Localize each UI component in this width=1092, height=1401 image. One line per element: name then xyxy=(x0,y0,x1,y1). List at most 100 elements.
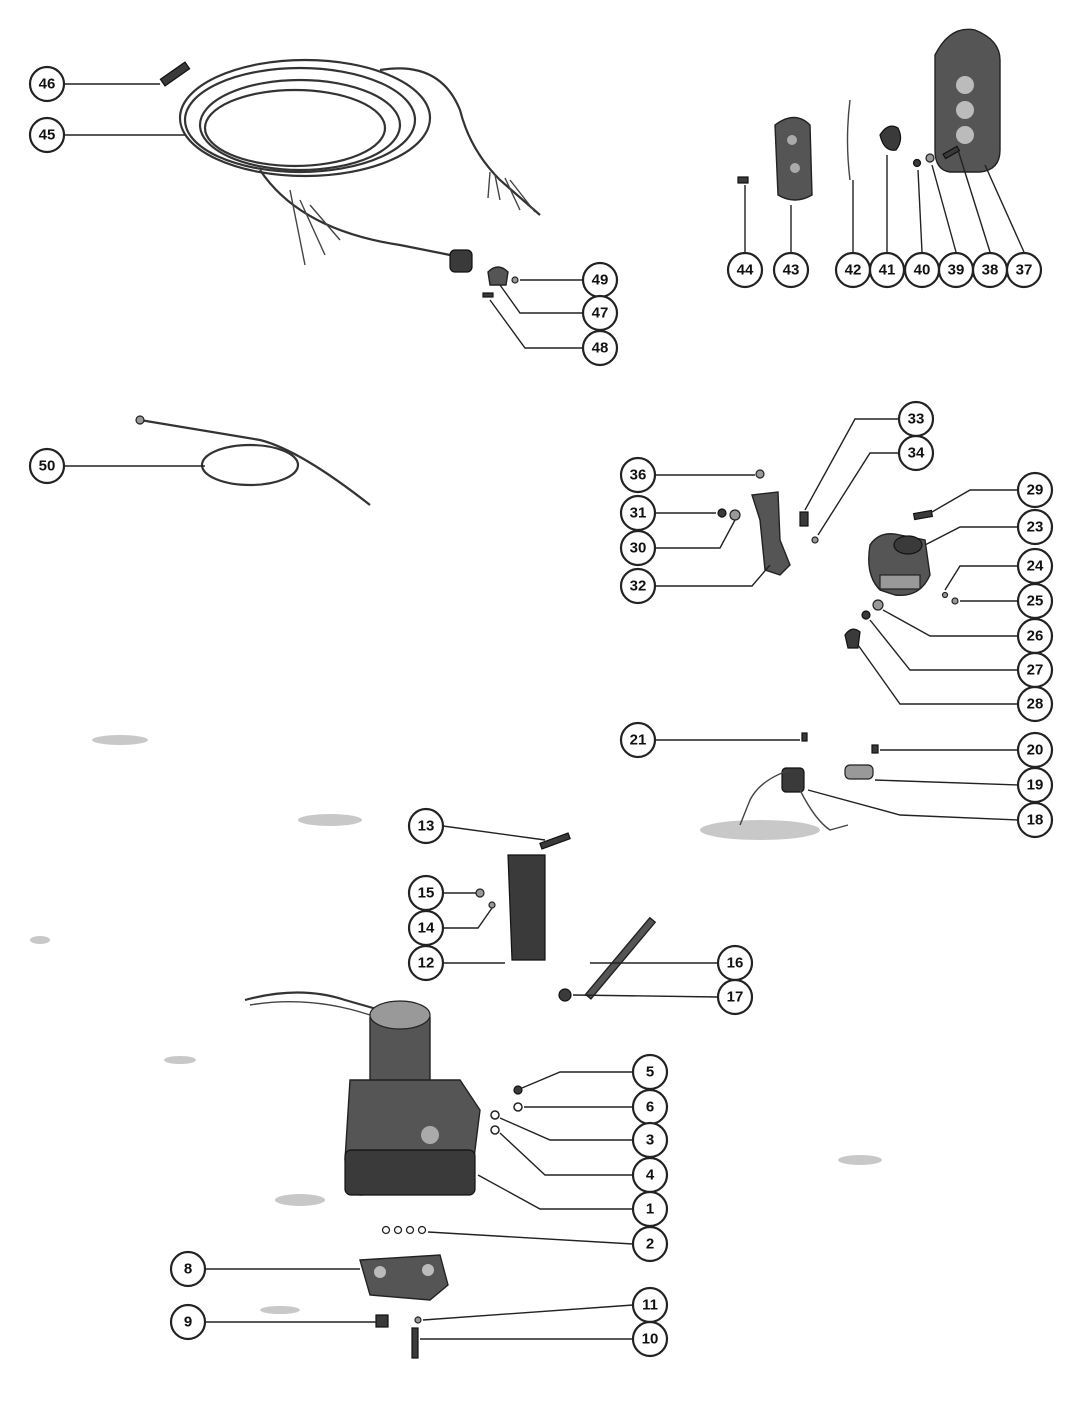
nut-25 xyxy=(951,597,959,605)
callout-24: 24 xyxy=(1016,547,1054,585)
svg-text:45: 45 xyxy=(39,127,56,144)
callout-1: 1 xyxy=(631,1190,669,1228)
svg-text:6: 6 xyxy=(646,1099,654,1116)
callout-12: 12 xyxy=(407,944,445,982)
callout-15: 15 xyxy=(407,874,445,912)
svg-text:44: 44 xyxy=(737,262,754,279)
svg-text:42: 42 xyxy=(845,262,862,279)
callout-25: 25 xyxy=(1016,582,1054,620)
callout-29: 29 xyxy=(1016,471,1054,509)
callout-43: 43 xyxy=(772,251,810,289)
svg-text:50: 50 xyxy=(39,458,56,475)
svg-text:33: 33 xyxy=(908,411,925,428)
pump-1 xyxy=(244,991,481,1196)
screw-29 xyxy=(912,509,934,521)
callout-8: 8 xyxy=(169,1250,207,1288)
switch-18 xyxy=(739,767,849,831)
clamp-47 xyxy=(487,266,509,286)
screw-10 xyxy=(411,1327,419,1359)
manifold-8 xyxy=(359,1254,449,1301)
nut-36 xyxy=(755,469,765,479)
svg-text:3: 3 xyxy=(646,1132,654,1149)
callout-10: 10 xyxy=(631,1320,669,1358)
washer-24 xyxy=(941,591,949,599)
svg-text:37: 37 xyxy=(1016,262,1033,279)
harness-plug-46 xyxy=(159,61,191,87)
callout-40: 40 xyxy=(903,251,941,289)
callout-38: 38 xyxy=(971,251,1009,289)
screw-38 xyxy=(942,145,961,160)
paper-texture xyxy=(30,735,882,1314)
svg-text:32: 32 xyxy=(630,578,647,595)
svg-text:46: 46 xyxy=(39,76,56,93)
svg-text:9: 9 xyxy=(184,1314,192,1331)
svg-text:17: 17 xyxy=(727,989,744,1006)
callouts: 46 45 49 47 48 44 43 42 41 40 39 38 37 5… xyxy=(28,65,1054,1358)
callout-3: 3 xyxy=(631,1121,669,1159)
callout-13: 13 xyxy=(407,807,445,845)
callout-4: 4 xyxy=(631,1156,669,1194)
bracket-43 xyxy=(774,116,813,201)
svg-text:40: 40 xyxy=(914,262,931,279)
svg-text:20: 20 xyxy=(1027,742,1044,759)
svg-text:8: 8 xyxy=(184,1261,192,1278)
washer-39 xyxy=(925,153,935,163)
callout-2: 2 xyxy=(631,1225,669,1263)
callout-32: 32 xyxy=(619,567,657,605)
nut-27 xyxy=(861,610,871,620)
svg-text:2: 2 xyxy=(646,1236,654,1253)
callout-17: 17 xyxy=(716,978,754,1016)
svg-text:26: 26 xyxy=(1027,628,1044,645)
svg-text:15: 15 xyxy=(418,885,435,902)
panel-plate-37 xyxy=(934,28,1001,173)
svg-text:1: 1 xyxy=(646,1201,654,1218)
callout-27: 27 xyxy=(1016,651,1054,689)
bracket-12 xyxy=(507,854,546,961)
callout-18: 18 xyxy=(1016,801,1054,839)
screw-48 xyxy=(482,292,494,298)
svg-text:4: 4 xyxy=(646,1167,655,1184)
washer-30 xyxy=(729,509,741,521)
screw-20 xyxy=(871,744,879,754)
callout-14: 14 xyxy=(407,909,445,947)
svg-text:29: 29 xyxy=(1027,482,1044,499)
svg-text:25: 25 xyxy=(1027,593,1044,610)
callout-34: 34 xyxy=(897,434,935,472)
svg-text:13: 13 xyxy=(418,818,435,835)
nut-49 xyxy=(511,276,519,284)
orings-2 xyxy=(381,1225,427,1235)
callout-23: 23 xyxy=(1016,508,1054,546)
callout-28: 28 xyxy=(1016,685,1054,723)
bracket-32 xyxy=(751,491,791,576)
svg-text:10: 10 xyxy=(642,1331,659,1348)
callout-39: 39 xyxy=(937,251,975,289)
callout-41: 41 xyxy=(868,251,906,289)
oring-6 xyxy=(513,1102,523,1112)
washer-14 xyxy=(488,901,496,909)
callout-36: 36 xyxy=(619,456,657,494)
leader-lines xyxy=(64,83,1025,1340)
callout-46: 46 xyxy=(28,65,66,103)
screw-44 xyxy=(737,176,749,184)
screw-5 xyxy=(513,1085,523,1095)
svg-text:14: 14 xyxy=(418,920,435,937)
svg-text:23: 23 xyxy=(1027,519,1044,536)
svg-text:39: 39 xyxy=(948,262,965,279)
svg-text:21: 21 xyxy=(630,732,647,749)
screw-33 xyxy=(799,511,809,527)
callout-19: 19 xyxy=(1016,766,1054,804)
svg-text:34: 34 xyxy=(908,445,925,462)
washer-34 xyxy=(811,536,819,544)
callout-30: 30 xyxy=(619,529,657,567)
callout-33: 33 xyxy=(897,400,935,438)
callout-6: 6 xyxy=(631,1088,669,1126)
callout-9: 9 xyxy=(169,1303,207,1341)
screw-9 xyxy=(375,1314,389,1328)
nut-31 xyxy=(717,508,727,518)
connector-19 xyxy=(844,764,874,780)
svg-text:49: 49 xyxy=(592,272,609,289)
callout-49: 49 xyxy=(581,261,619,299)
svg-text:19: 19 xyxy=(1027,777,1044,794)
callout-11: 11 xyxy=(631,1286,669,1324)
